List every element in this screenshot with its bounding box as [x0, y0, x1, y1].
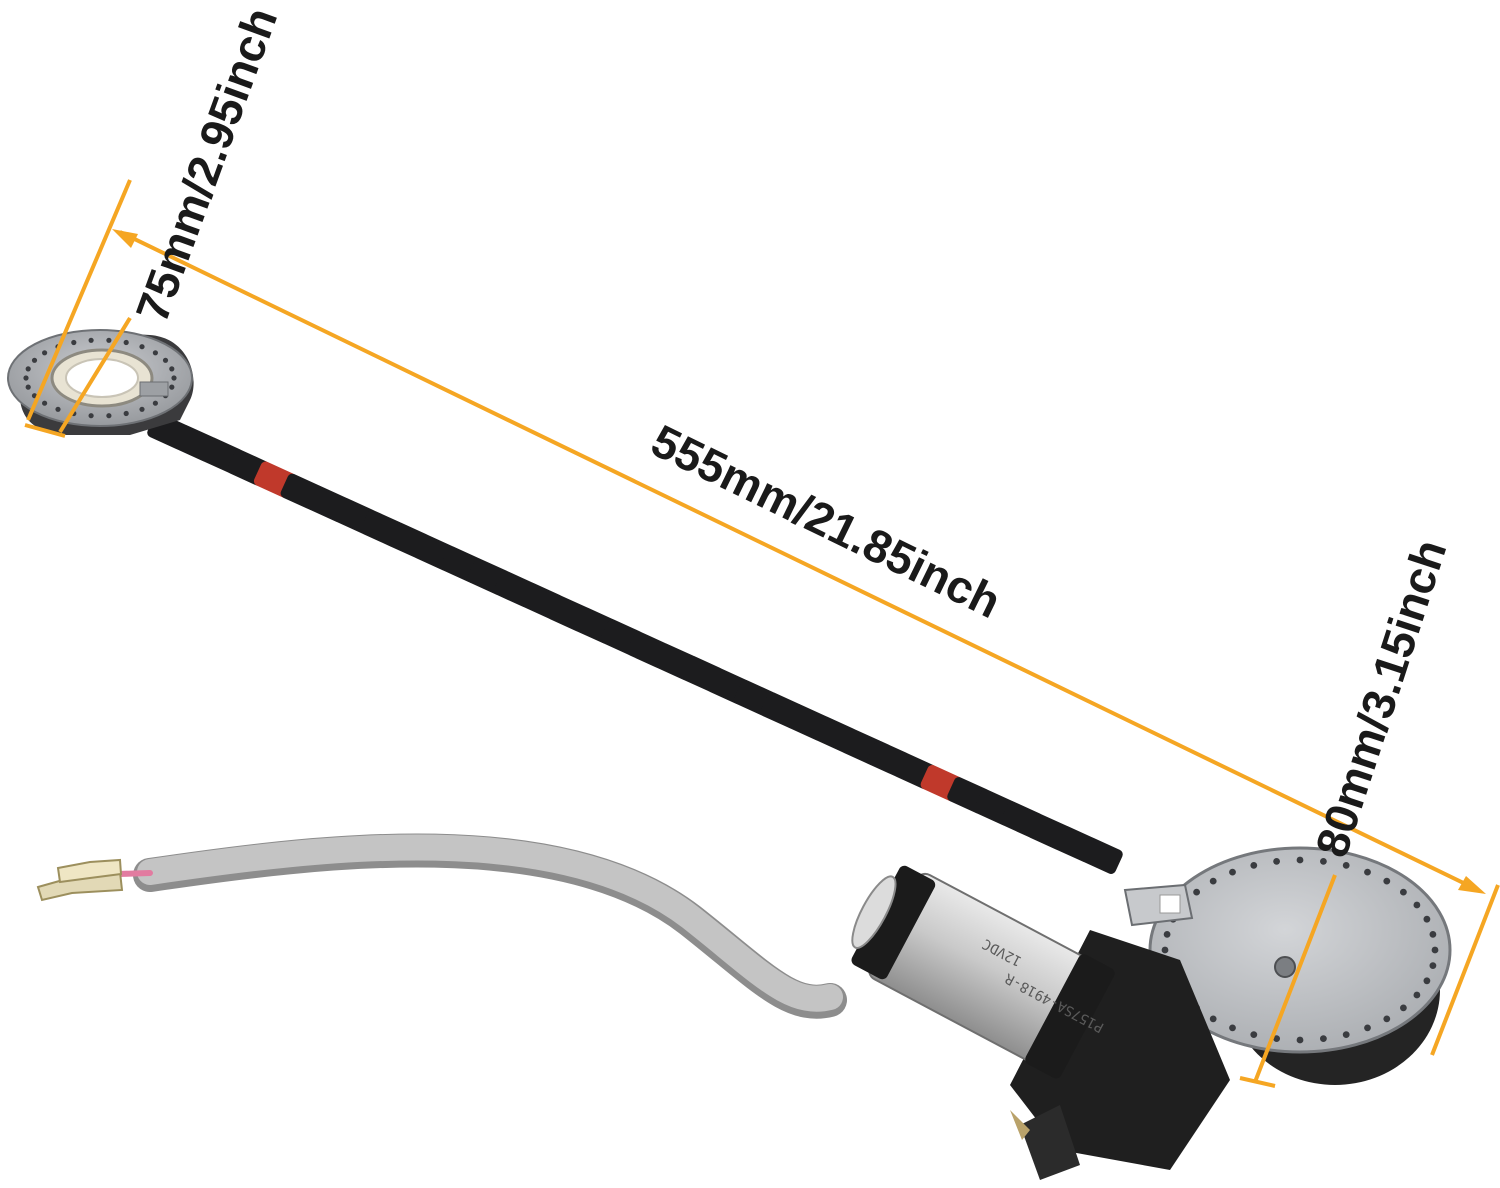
- plate-hole: [1423, 977, 1431, 985]
- plate-hole: [1320, 1035, 1327, 1042]
- ring-hole: [25, 366, 31, 372]
- plate-hole: [1413, 901, 1421, 909]
- ring-hole: [42, 350, 48, 356]
- plate-hole: [1161, 946, 1169, 954]
- ring-hole: [152, 400, 158, 406]
- dimension-lines: [24, 179, 1500, 1088]
- ring-hole: [123, 410, 129, 417]
- gear-diameter-label: 80mm/3.15inch: [1305, 533, 1456, 863]
- plate-hole: [1250, 862, 1258, 869]
- plate-hole: [1209, 1015, 1217, 1023]
- power-cable: [115, 833, 847, 1019]
- plate-hole: [1296, 856, 1304, 864]
- ring-hole: [25, 384, 31, 390]
- ring-hole: [31, 357, 38, 363]
- mast-segment: [1080, 837, 1123, 874]
- mast-length-label: 555mm/21.85inch: [644, 414, 1009, 628]
- plate-hole: [1429, 962, 1437, 969]
- length-arrow-start: [112, 229, 138, 248]
- plate-hole: [1413, 991, 1421, 999]
- ring-hole: [162, 357, 169, 363]
- ring-hole: [139, 406, 145, 412]
- plate-hole: [1229, 1024, 1236, 1032]
- plate-hole: [1273, 858, 1280, 865]
- drive-motor: P157SA-4918-R 12VDC: [851, 865, 1230, 1180]
- plate-hole: [1383, 1015, 1391, 1023]
- plate-hole: [1364, 1024, 1371, 1032]
- ring-hole: [152, 350, 158, 356]
- ring-hole: [88, 413, 94, 419]
- gear-dimension-line: [1253, 874, 1337, 1083]
- plate-hole: [1364, 868, 1371, 876]
- ring-hole: [23, 375, 29, 381]
- plate-hole: [1250, 1031, 1258, 1038]
- plate-hole: [1273, 1035, 1280, 1042]
- plate-hole: [1342, 1031, 1350, 1038]
- ring-dimension-tick-top: [26, 179, 132, 421]
- ring-hole: [106, 413, 112, 419]
- gear-dimension-tick: [1430, 884, 1500, 1056]
- plate-hole: [1163, 931, 1171, 938]
- plate-hole: [1431, 946, 1439, 954]
- plate-hole: [1229, 868, 1236, 876]
- ring-hole: [106, 337, 112, 343]
- ring-hole: [171, 375, 177, 381]
- plate-hole: [1400, 1004, 1407, 1012]
- ring-dimension-line: [58, 316, 132, 434]
- spade-connectors: [36, 858, 124, 902]
- mounting-ring: [7, 329, 194, 435]
- ring-hole: [123, 339, 129, 346]
- ring-hole: [139, 344, 145, 350]
- antenna-mast-chain: [147, 413, 1123, 874]
- plate-hole: [1429, 931, 1437, 938]
- ring-diameter-label: 75mm/2.95inch: [126, 1, 288, 329]
- plate-hole: [1423, 915, 1431, 923]
- length-arrow-end: [1458, 876, 1486, 894]
- gear-housing: [1123, 846, 1452, 1085]
- ring-hole: [88, 337, 94, 343]
- plate-hole: [1400, 888, 1407, 896]
- ring-hole: [71, 339, 77, 346]
- ring-hole: [42, 400, 48, 406]
- plate-hole: [1193, 888, 1200, 896]
- plate-hole: [1342, 862, 1350, 869]
- ring-hole: [169, 384, 175, 390]
- plate-hole: [1296, 1036, 1304, 1044]
- plate-hole: [1209, 877, 1217, 885]
- plate-hole: [1383, 877, 1391, 885]
- ring-hole: [169, 366, 175, 372]
- length-dimension-line: [119, 230, 1479, 892]
- ring-hole: [55, 406, 61, 412]
- plate-hole: [1320, 858, 1327, 865]
